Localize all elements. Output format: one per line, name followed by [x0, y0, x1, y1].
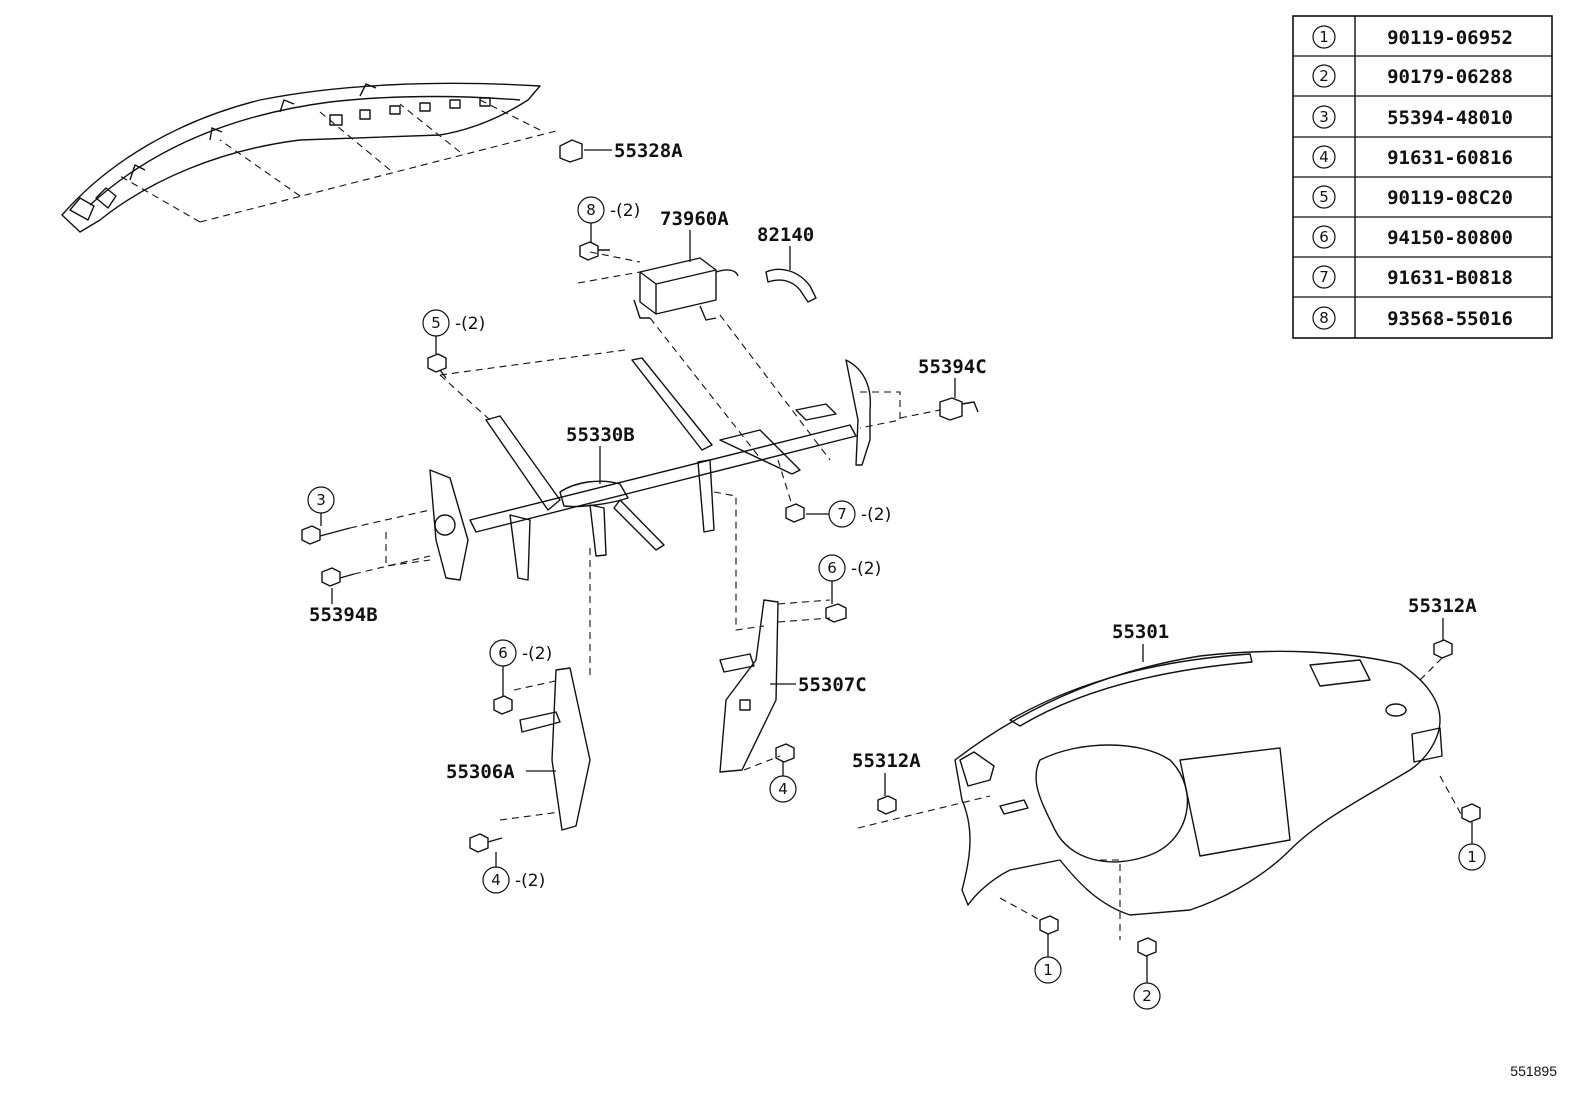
table-ref-number: 2 [1319, 67, 1329, 85]
part-number-table: 1 90119-06952 2 90179-06288 3 55394-4801… [1292, 15, 1553, 339]
label-55301: 55301 [1112, 621, 1169, 643]
label-55312A-mid: 55312A [852, 750, 921, 772]
label-55307C: 55307C [798, 674, 867, 696]
table-ref-number: 5 [1319, 188, 1329, 206]
table-part-number: 93568-55016 [1387, 308, 1513, 330]
brace-55307C-drawing: 6 -(2) 55307C 4 [713, 491, 881, 803]
table-row: 6 94150-80800 [1312, 225, 1513, 249]
callout-8: 8 [586, 201, 596, 219]
table-row: 5 90119-08C20 [1312, 185, 1513, 209]
table-ref-number: 6 [1319, 228, 1329, 246]
callout-6b: 6 [827, 559, 837, 577]
callout-5: 5 [431, 314, 441, 332]
table-row: 7 91631-B0818 [1312, 265, 1513, 289]
callout-circle [828, 500, 856, 528]
table-row: 1 90119-06952 [1312, 25, 1513, 49]
table-row: 8 93568-55016 [1312, 306, 1513, 330]
label-82140: 82140 [757, 224, 814, 246]
table-part-number: 90119-08C20 [1387, 187, 1513, 209]
table-ref-number: 1 [1319, 28, 1329, 46]
callout-4a-qty: -(2) [515, 871, 545, 891]
callout-7-qty: -(2) [861, 505, 891, 525]
table-ref-number: 7 [1319, 268, 1329, 286]
table-part-number: 55394-48010 [1387, 107, 1513, 129]
table-row: 4 91631-60816 [1312, 145, 1513, 169]
label-55312A-right: 55312A [1408, 595, 1477, 617]
callout-8-qty: -(2) [610, 201, 640, 221]
table-part-number: 90179-06288 [1387, 66, 1513, 88]
label-55306A: 55306A [446, 761, 515, 783]
callout-4b: 4 [778, 780, 788, 798]
table-ref-number: 4 [1319, 148, 1329, 166]
callout-6a: 6 [498, 644, 508, 662]
top-panel-drawing: 55328A [61, 82, 683, 233]
callout-1b: 1 [1467, 848, 1477, 866]
callout-6a-qty: -(2) [522, 644, 552, 664]
brace-55306A-drawing: 6 -(2) 55306A 4 -(2) [446, 548, 591, 894]
reinforcement-drawing: 55330B 5 -(2) 55394C 7 -(2) 3 55394B [301, 309, 987, 626]
table-ref-number: 8 [1319, 309, 1329, 327]
callout-3: 3 [316, 491, 326, 509]
callout-6b-qty: -(2) [851, 559, 881, 579]
label-55330B: 55330B [566, 424, 635, 446]
table-row: 3 55394-48010 [1312, 105, 1513, 129]
callout-7: 7 [837, 505, 847, 523]
table-part-number: 94150-80800 [1387, 227, 1513, 249]
diagram-reference-number: 551895 [1510, 1063, 1557, 1079]
callout-4a: 4 [491, 871, 501, 889]
table-ref-number: 3 [1319, 108, 1329, 126]
table-row: 2 90179-06288 [1312, 64, 1513, 88]
label-73960A: 73960A [660, 208, 729, 230]
label-55328A: 55328A [614, 140, 683, 162]
label-55394B: 55394B [309, 604, 378, 626]
callout-1a: 1 [1043, 961, 1053, 979]
callout-5-qty: -(2) [455, 314, 485, 334]
airbag-module-drawing: 73960A 82140 8 -(2) [577, 196, 831, 461]
table-part-number: 91631-B0818 [1387, 267, 1513, 289]
table-part-number: 91631-60816 [1387, 147, 1513, 169]
label-55394C: 55394C [918, 356, 987, 378]
callout-2: 2 [1142, 987, 1152, 1005]
instrument-panel-drawing: 55301 55312A 55312A 1 1 2 [852, 595, 1486, 1010]
table-part-number: 90119-06952 [1387, 27, 1513, 49]
